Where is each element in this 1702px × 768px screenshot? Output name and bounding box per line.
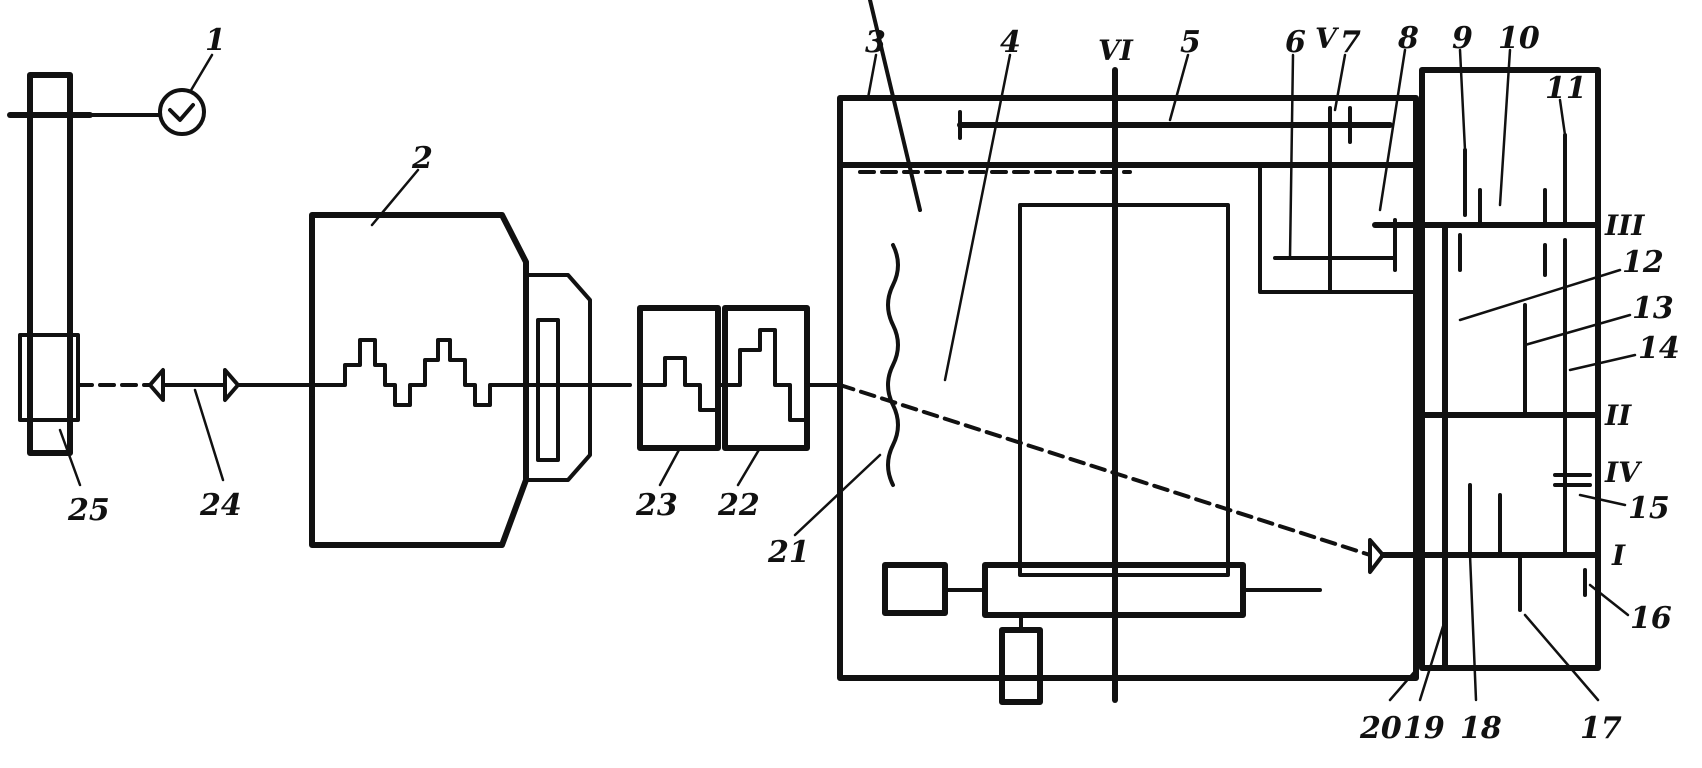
label-8: 8 [1397, 21, 1419, 56]
leader-lines [58, 48, 1637, 702]
cardan-shaft-24 [76, 368, 314, 402]
label-22: 22 [717, 488, 760, 523]
label-17: 17 [1580, 711, 1622, 746]
label-13: 13 [1632, 291, 1674, 326]
label-16: 16 [1630, 601, 1672, 636]
shaft-label-VI: VI [1098, 34, 1134, 67]
right-gearbox [1372, 67, 1601, 671]
vertical-drive-unit-25 [7, 72, 162, 456]
label-15: 15 [1628, 491, 1670, 526]
label-7: 7 [1340, 25, 1361, 60]
pressure-gauge-1 [158, 88, 206, 136]
shaft-label-I: I [1611, 539, 1626, 572]
label-12: 12 [1622, 245, 1664, 280]
component-labels: 1 2 3 4 5 6 7 8 9 10 11 12 13 14 15 16 1… [67, 21, 1680, 746]
upper-gear-box [1258, 123, 1418, 294]
label-2: 2 [411, 141, 433, 176]
label-20: 20 [1359, 711, 1402, 746]
label-11: 11 [1545, 71, 1587, 106]
gear-unit-22 [716, 305, 842, 451]
shaft-label-IV: IV [1604, 456, 1643, 489]
frame-3 [837, 0, 1419, 705]
shaft-label-III: III [1604, 209, 1645, 242]
label-6: 6 [1285, 25, 1306, 60]
label-9: 9 [1452, 21, 1473, 56]
housing-2 [309, 212, 632, 548]
label-1: 1 [205, 23, 226, 58]
label-21: 21 [767, 535, 810, 570]
shaft-label-V: V [1315, 22, 1340, 55]
label-23: 23 [635, 488, 678, 523]
label-10: 10 [1498, 21, 1540, 56]
shaft-labels: I II III IV V VI [1098, 22, 1645, 572]
label-5: 5 [1180, 25, 1201, 60]
label-4: 4 [1000, 25, 1021, 60]
label-24: 24 [199, 488, 242, 523]
label-25: 25 [67, 493, 110, 528]
shaft-label-II: II [1604, 399, 1632, 432]
label-14: 14 [1638, 331, 1680, 366]
clutch-23 [637, 305, 721, 451]
label-18: 18 [1460, 711, 1502, 746]
drive-line-4 [838, 383, 1385, 574]
label-19: 19 [1403, 711, 1445, 746]
label-3: 3 [865, 25, 886, 60]
